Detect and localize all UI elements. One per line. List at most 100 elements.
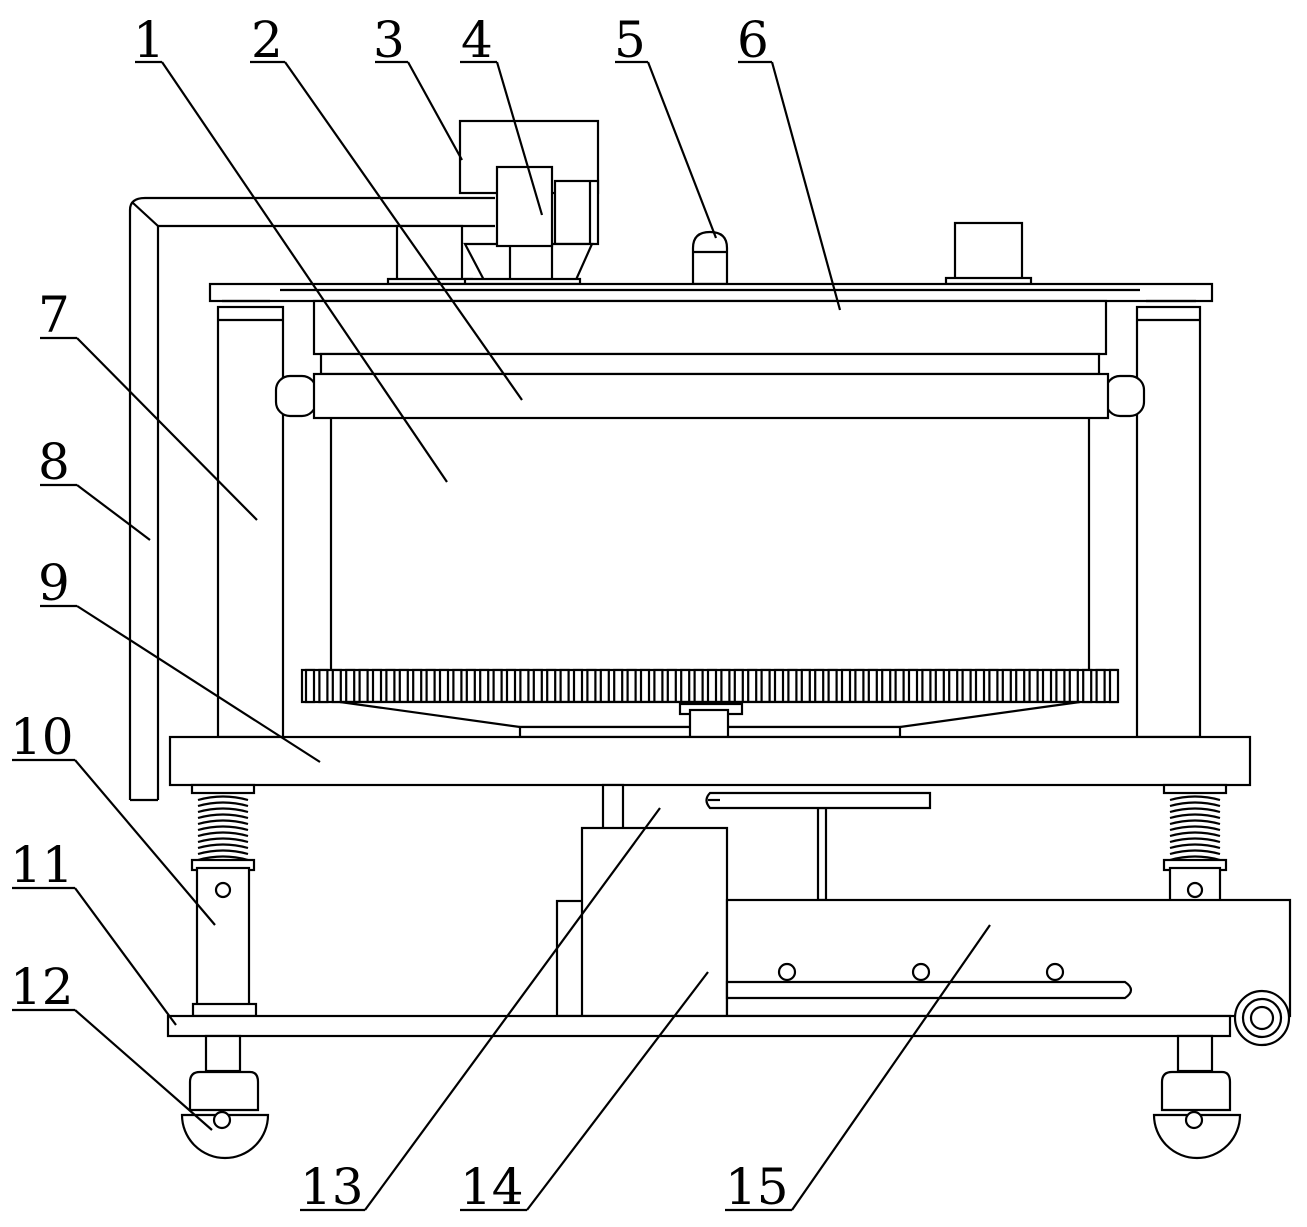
gear-tooth [519,668,530,704]
gear-tooth [907,668,919,704]
gear-tooth [452,668,463,704]
callout-11: 11 [10,836,177,1026]
gear-tooth [532,668,543,704]
drum-cylinder [329,418,1091,672]
gear-tooth [465,668,476,704]
gear-tooth [974,668,986,704]
gear-tooth [787,668,798,704]
gear-tooth [747,668,758,704]
gear-tooth [559,668,570,704]
callout-15-label: 15 [725,1158,789,1216]
callout-12-label: 12 [10,958,74,1016]
spring-coil [1169,837,1221,844]
spring-coil [1169,819,1221,826]
spring-coil [1169,855,1221,862]
gear-tooth [1108,668,1120,704]
gear-tooth [1055,668,1066,704]
callout-2: 2 [250,11,523,401]
callout-7: 7 [38,286,258,521]
spring-coil [197,831,249,838]
gear-tooth [867,668,878,704]
spring-coil [1169,849,1221,856]
gear-tooth [1028,668,1039,704]
callout-6: 6 [737,11,842,311]
gear-tooth [706,668,718,704]
gear-tooth [653,668,664,704]
callout-14: 14 [460,971,709,1216]
gear-tooth [1068,668,1079,704]
gear-tooth [881,668,892,704]
gear-tooth [1082,668,1093,704]
gear-tooth [827,668,838,704]
gear-tooth [988,668,999,704]
gear-tooth [814,668,825,704]
gear-tooth [412,668,423,704]
hoop-band [274,372,1146,420]
callout-15: 15 [725,924,991,1216]
callout-10: 10 [10,708,216,926]
l-bracket-pipe [128,196,495,802]
callout-1-label: 1 [133,11,165,69]
gear-tooth [318,668,329,704]
spring-coil [197,813,249,820]
spring-coil [1169,825,1221,832]
gear-tooth [854,668,865,704]
top-knob [691,230,729,286]
top-outlet [944,221,1033,286]
spring-coil [197,807,249,814]
gear-tooth [492,668,503,704]
gear-tooth [921,668,932,704]
spring-cap [1162,783,1228,795]
gear-tooth [331,668,342,704]
gear-ring [300,668,1120,704]
left-spring [190,783,256,872]
callout-2-label: 2 [251,11,283,69]
gear-tooth [546,668,557,704]
callouts: 1 2 3 4 5 6 7 [10,11,991,1216]
gear-tooth [1041,668,1053,704]
gear-tooth [586,668,597,704]
gear-tooth [666,668,677,704]
gear-tooth [1015,668,1026,704]
spring-coil [197,801,249,808]
spring-coil [1169,807,1221,814]
spring-coil [1169,813,1221,820]
gear-tooth [840,668,852,704]
spring-coil [197,837,249,844]
gear-tooth [800,668,811,704]
right-caster-wheel [1152,1034,1242,1160]
gear-tooth [934,668,945,704]
gear-tooth [425,668,436,704]
callout-9: 9 [38,554,321,763]
gear-tooth [626,668,637,704]
bottom-plate [166,1014,1232,1038]
callout-3-label: 3 [373,11,405,69]
callout-12: 12 [10,958,213,1131]
gear-tooth [572,668,584,704]
callout-13: 13 [300,807,661,1216]
callout-8: 8 [38,433,151,541]
gear-tooth [358,668,369,704]
callout-1: 1 [133,11,448,483]
tow-ring [1233,989,1291,1047]
gear-tooth [639,668,651,704]
gear-tooth [304,668,316,704]
gear-tooth [398,668,409,704]
callout-5-label: 5 [614,11,646,69]
right-spring [1162,783,1228,872]
gear-tooth [693,668,704,704]
drive-assembly [555,783,1292,1018]
callout-9-label: 9 [38,554,70,612]
gear-tooth [371,668,383,704]
callout-4-label: 4 [461,11,493,69]
gear-tooth [1001,668,1012,704]
gear-tooth [773,668,785,704]
left-caster-wheel [180,1034,270,1160]
callout-3: 3 [373,11,463,161]
gear-tooth [438,668,450,704]
callout-7-label: 7 [38,286,70,344]
gear-tooth [948,668,959,704]
callout-14-label: 14 [460,1158,524,1216]
gear-tooth [961,668,972,704]
